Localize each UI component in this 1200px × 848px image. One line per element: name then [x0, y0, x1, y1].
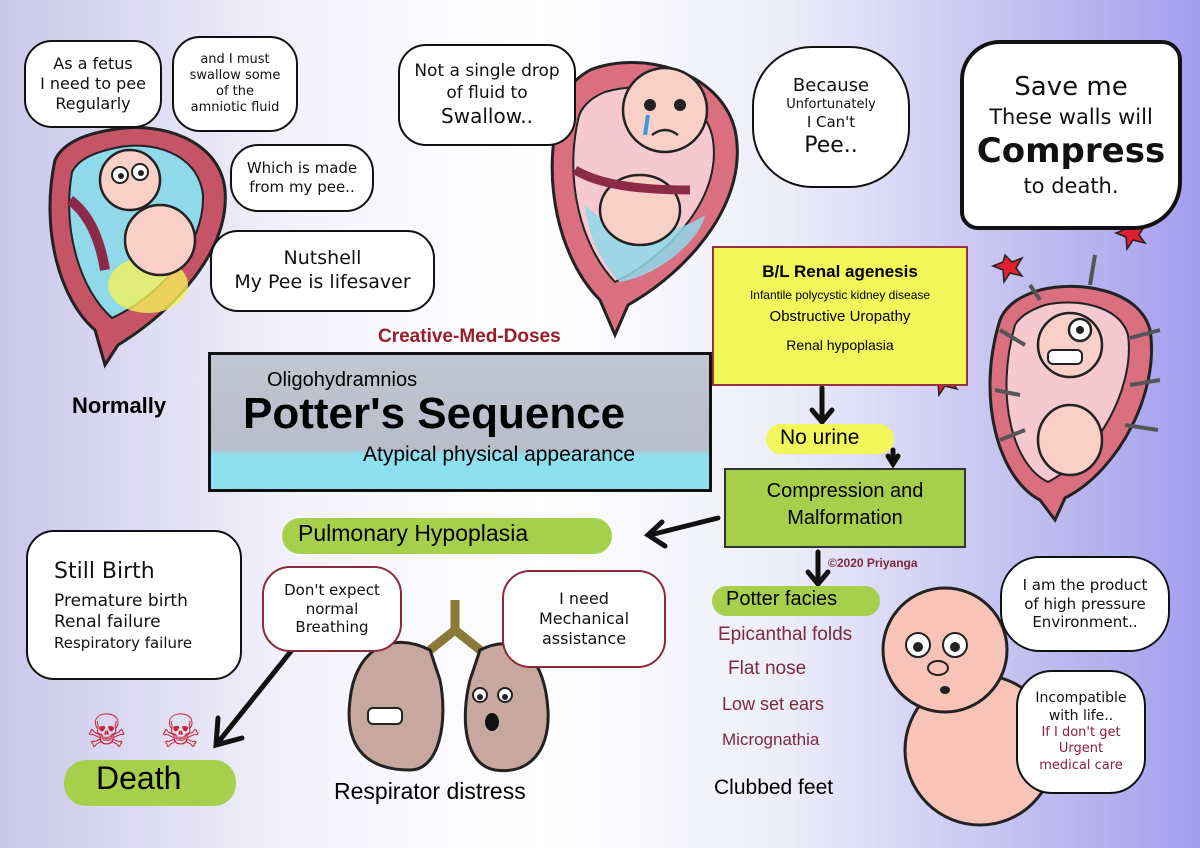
- bubble-line: Not a single drop: [414, 61, 560, 82]
- bubble-line: Unfortunately: [786, 97, 876, 112]
- bubble-line: and I must: [200, 51, 270, 67]
- speech-bubble-cant-pee: Because Unfortunately I Can't Pee..: [752, 46, 910, 188]
- bubble-line: I need: [559, 589, 609, 608]
- pulmonary-highlight: [282, 518, 612, 554]
- shout-line: to death.: [1023, 173, 1119, 198]
- bubble-line: of fluid to: [446, 82, 528, 103]
- facies-item: Flat nose: [728, 658, 807, 679]
- copyright-label: ©2020 Priyanga: [828, 556, 918, 570]
- outcome-item: Still Birth: [54, 558, 155, 584]
- clubbed-feet-label: Clubbed feet: [714, 776, 834, 799]
- bubble-line: I Can't: [806, 113, 856, 132]
- lungs-illustration: [347, 600, 550, 773]
- bubble-line: Swallow..: [441, 103, 533, 128]
- bubble-line: My Pee is lifesaver: [234, 271, 411, 293]
- outcome-item: Premature birth: [54, 591, 188, 612]
- brand-label: Creative-Med-Doses: [378, 326, 561, 347]
- speech-bubble-fetus-pee: As a fetus I need to pee Regularly: [24, 40, 162, 128]
- skull-icon: ☠: [86, 704, 128, 758]
- shout-line: Save me: [1014, 72, 1128, 103]
- outcome-item: Respiratory failure: [54, 633, 193, 652]
- bubble-line: assistance: [541, 629, 627, 648]
- death-highlight: [64, 760, 236, 806]
- bubble-line: Pee..: [804, 133, 858, 158]
- no-urine-highlight: [766, 424, 894, 454]
- compression-line: Compression and: [766, 480, 924, 502]
- potter-facies-label: Potter facies: [726, 588, 838, 610]
- respirator-distress-label: Respirator distress: [334, 778, 526, 804]
- bubble-line: Because: [792, 74, 870, 96]
- caption-normally: Normally: [72, 393, 167, 418]
- bubble-line: Breathing: [295, 618, 369, 637]
- title-box: Oligohydramnios Potter's Sequence Atypic…: [208, 352, 712, 492]
- thought-bubble-incompatible: Incompatible with life.. If I don't get …: [1016, 670, 1146, 794]
- bubble-line: Which is made: [246, 159, 358, 178]
- pulmonary-hypoplasia-label: Pulmonary Hypoplasia: [298, 520, 529, 546]
- bubble-line-red: If I don't get: [1041, 725, 1121, 741]
- facies-item: Epicanthal folds: [718, 624, 853, 645]
- bubble-line: Incompatible: [1035, 690, 1127, 707]
- bubble-line: with life..: [1048, 707, 1114, 724]
- bubble-line: As a fetus: [53, 54, 133, 73]
- speech-bubble-mechanical: I need Mechanical assistance: [502, 570, 666, 668]
- causes-box: B/L Renal agenesis Infantile polycystic …: [712, 246, 968, 386]
- cause-item: Infantile polycystic kidney disease: [749, 288, 931, 302]
- flow-arrows: [213, 385, 901, 749]
- bubble-line: I need to pee: [40, 74, 146, 93]
- causes-heading: B/L Renal agenesis: [762, 262, 918, 281]
- speech-bubble-breathing: Don't expect normal Breathing: [262, 566, 402, 652]
- no-urine-label: No urine: [780, 426, 860, 449]
- potter-facies-highlight: [712, 586, 880, 616]
- bubble-line-red: medical care: [1039, 757, 1123, 773]
- uterus-normal-illustration: [48, 126, 227, 369]
- uterus-compressed-illustration: [925, 220, 1161, 523]
- speech-bubble-made-from-pee: Which is made from my pee..: [230, 144, 374, 212]
- speech-bubble-swallow: and I must swallow some of the amniotic …: [172, 36, 298, 132]
- shout-bubble-save-me: Save me These walls will Compress to dea…: [960, 40, 1182, 230]
- skull-icon: ☠: [160, 704, 202, 758]
- bubble-line: of the: [216, 84, 254, 99]
- cause-item: Renal hypoplasia: [786, 337, 894, 353]
- cause-item: Obstructive Uropathy: [769, 308, 911, 325]
- shout-line: Compress: [976, 131, 1166, 171]
- compression-line: Malformation: [787, 507, 903, 529]
- bubble-line: swallow some: [189, 67, 281, 83]
- shout-line: These walls will: [989, 104, 1153, 129]
- title-subtitle-top: Oligohydramnios: [267, 369, 418, 391]
- outcome-item: Renal failure: [54, 612, 161, 633]
- bubble-line: from my pee..: [249, 178, 355, 196]
- bubble-line-red: Urgent: [1058, 741, 1104, 757]
- speech-bubble-no-fluid: Not a single drop of fluid to Swallow..: [398, 44, 576, 146]
- bubble-line: Nutshell: [283, 247, 362, 270]
- page-title: Potter's Sequence: [243, 389, 626, 438]
- bubble-line: Don't expect: [284, 580, 380, 599]
- bubble-line: Environment..: [1032, 613, 1138, 632]
- bubble-line: amniotic fluid: [190, 100, 280, 116]
- uterus-sad-illustration: [550, 61, 739, 339]
- facies-item: Micrognathia: [722, 730, 820, 749]
- bubble-line: normal: [305, 599, 359, 618]
- bubble-line: Mechanical: [538, 609, 630, 628]
- compression-box: Compression and Malformation: [724, 468, 966, 548]
- thought-bubble-high-pressure: I am the product of high pressure Enviro…: [1000, 556, 1170, 652]
- outcomes-bubble: Still Birth Premature birth Renal failur…: [26, 530, 242, 680]
- title-subtitle-bottom: Atypical physical appearance: [363, 443, 635, 466]
- death-label: Death: [96, 760, 182, 796]
- bubble-line: of high pressure: [1024, 594, 1146, 613]
- bubble-line: I am the product: [1022, 575, 1148, 594]
- facies-item: Low set ears: [722, 694, 825, 714]
- bubble-line: Regularly: [55, 94, 131, 113]
- speech-bubble-nutshell: Nutshell My Pee is lifesaver: [210, 230, 435, 312]
